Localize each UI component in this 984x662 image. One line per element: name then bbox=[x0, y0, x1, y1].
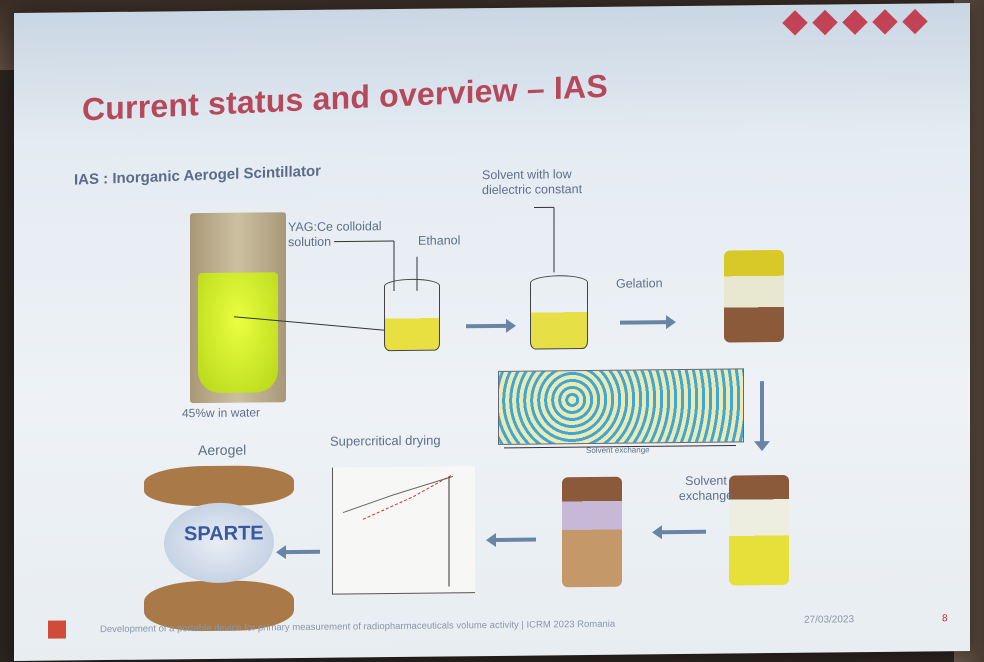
arrow-left-2 bbox=[494, 537, 536, 542]
arrow-right-1 bbox=[466, 323, 508, 329]
footer-logo bbox=[48, 620, 66, 639]
sparte-logo: SPARTE bbox=[184, 522, 264, 546]
drying-jar bbox=[562, 476, 622, 588]
phase-diagram bbox=[332, 466, 475, 595]
arrow-down bbox=[760, 381, 764, 444]
sem-caption: Solvent exchange bbox=[586, 445, 650, 456]
beaker-solvent bbox=[530, 274, 588, 350]
aerogel-label: Aerogel bbox=[198, 441, 247, 459]
arrow-right-2 bbox=[620, 320, 668, 325]
projected-slide: Current status and overview – IAS IAS : … bbox=[14, 2, 970, 662]
supercritical-label: Supercritical drying bbox=[330, 432, 441, 449]
hand-top-image bbox=[144, 465, 294, 507]
solvent-exchange-label: Solvent exchange bbox=[678, 473, 734, 504]
arrow-left-1 bbox=[660, 529, 706, 535]
slide-date: 27/03/2023 bbox=[804, 614, 855, 626]
diagram-lines bbox=[233, 206, 736, 449]
sem-micrograph bbox=[498, 368, 744, 445]
gel-jar bbox=[724, 249, 784, 343]
page-number: 8 bbox=[942, 613, 948, 625]
arrow-left-3 bbox=[284, 549, 320, 555]
beaker-colloid bbox=[384, 278, 440, 352]
